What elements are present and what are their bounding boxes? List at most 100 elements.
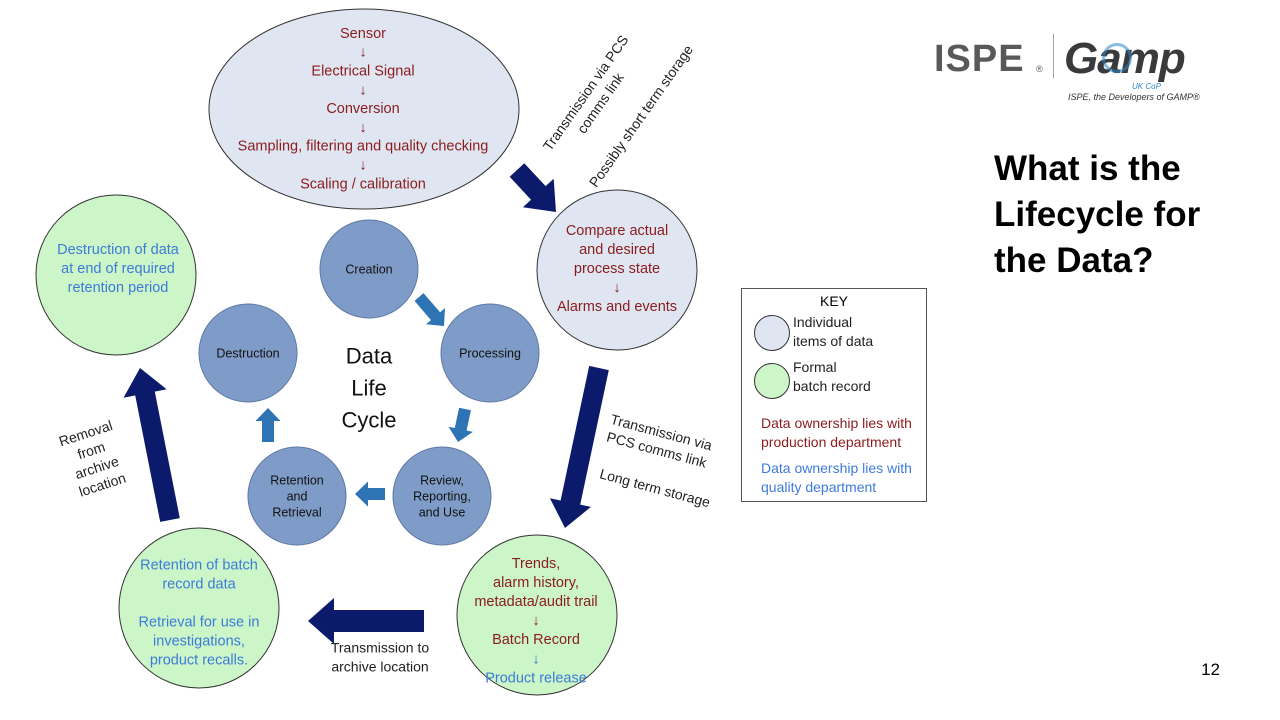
retention-batch-circle xyxy=(118,527,280,689)
cycle-arrow-retention-destruction xyxy=(255,408,281,442)
creation-label-line: Creation xyxy=(345,262,392,276)
title-line: the Data? xyxy=(994,241,1154,280)
trends-quality-text-line: ↓ xyxy=(532,652,539,668)
retention-label-line: Retrieval xyxy=(272,505,321,519)
cycle-center-text-line: Life xyxy=(351,376,386,401)
cycle-stage-creation xyxy=(319,219,419,319)
destruction-data-text: Destruction of data at end of required ret… xyxy=(57,242,180,296)
compare-state-text-line: process state xyxy=(574,261,660,277)
ispe-gamp-logo: ISPE ® Gamp UK CoP ISPE, the Developers … xyxy=(934,34,1214,106)
trends-production-text: Trends, alarm history, metadata/audit trai… xyxy=(474,556,597,648)
legend-key: KEY Individual items of data Formal batc… xyxy=(741,288,927,502)
retention-batch-text-line: Retention of batch xyxy=(140,558,258,574)
sensor-chain-ellipse xyxy=(208,8,520,210)
creation-label: Creation xyxy=(345,262,392,276)
gamp-globe-icon xyxy=(1102,43,1132,73)
processing-label-line: Processing xyxy=(459,346,521,360)
sensor-chain-text-line: ↓ xyxy=(359,157,366,173)
ispe-wordmark: ISPE xyxy=(934,38,1025,80)
review-label-line: and Use xyxy=(419,505,466,519)
key-production-note: Data ownership lies with production depa… xyxy=(761,414,912,452)
key-line: Formal xyxy=(793,359,837,375)
compare-state-circle xyxy=(536,189,698,351)
batch-record-swatch xyxy=(754,363,790,399)
sensor-chain-text-line: Sensor xyxy=(340,26,386,42)
key-batch-label: Formal batch record xyxy=(793,358,871,396)
key-line: Data ownership lies with xyxy=(761,415,912,431)
retention-batch-text-line: investigations, xyxy=(153,634,245,650)
sensor-chain-text-line: ↓ xyxy=(359,120,366,136)
destruction-data-circle xyxy=(35,194,197,356)
compare-state-text-line: ↓ xyxy=(613,280,620,296)
sensor-chain-text-line: ↓ xyxy=(359,45,366,61)
retention-batch-text-line: product recalls. xyxy=(150,653,248,669)
key-quality-note: Data ownership lies with quality departm… xyxy=(761,459,912,497)
cycle-arrow-review-retention xyxy=(355,481,385,507)
slide-title: What is the Lifecycle for the Data? xyxy=(994,146,1264,284)
trends-production-text-line: metadata/audit trail xyxy=(474,594,597,610)
key-line: quality department xyxy=(761,479,877,495)
key-line: batch record xyxy=(793,378,871,394)
trends-production-text-line: Batch Record xyxy=(492,632,580,648)
arrow-to-archive xyxy=(308,598,424,644)
individual-data-swatch xyxy=(754,315,790,351)
logo-sub-tag: UK CoP xyxy=(1132,82,1161,91)
cycle-stage-review xyxy=(392,446,492,546)
retention-label-line: Retention xyxy=(270,473,324,487)
long-term-label: Long term storage xyxy=(598,465,712,510)
review-label: Review,Reporting,and Use xyxy=(413,473,471,519)
key-line: items of data xyxy=(793,333,874,349)
cycle-arrow-creation-processing xyxy=(414,293,445,326)
key-line: production department xyxy=(761,434,902,450)
cycle-stage-destruction xyxy=(198,303,298,403)
archive-transmission-label-line: archive location xyxy=(331,658,428,674)
cycle-stage-processing xyxy=(440,303,540,403)
trends-quality-text-line: Product release xyxy=(485,671,587,687)
title-line: What is the xyxy=(994,149,1181,188)
sensor-chain-text-line: Scaling / calibration xyxy=(300,176,426,192)
long-term-label-line: Long term storage xyxy=(598,465,712,510)
review-label-line: Reporting, xyxy=(413,489,471,503)
trends-quality-text: ↓ Product release xyxy=(485,652,587,687)
processing-label: Processing xyxy=(459,346,521,360)
page-number: 12 xyxy=(1201,660,1220,679)
compare-state-text-line: Alarms and events xyxy=(557,299,677,315)
trends-production-text-line: alarm history, xyxy=(493,575,579,591)
compare-state-text-line: and desired xyxy=(579,242,655,258)
destruction-label-line: Destruction xyxy=(216,346,279,360)
cycle-arrow-processing-review xyxy=(448,407,473,442)
key-individual-label: Individual items of data xyxy=(793,313,873,351)
retention-batch-text-line: record data xyxy=(162,577,236,593)
trends-production-text-line: ↓ xyxy=(532,613,539,629)
trends-batch-circle xyxy=(456,534,618,696)
sensor-chain-text-line: ↓ xyxy=(359,82,366,98)
cycle-stage-retention xyxy=(247,446,347,546)
destruction-data-text-line: retention period xyxy=(68,280,169,296)
retention-label-line: and xyxy=(287,489,308,503)
arrow-removal-from-archive xyxy=(123,368,180,522)
destruction-data-text-line: at end of required xyxy=(61,261,175,277)
sensor-chain-text-line: Conversion xyxy=(326,101,399,117)
title-line: Lifecycle for xyxy=(994,195,1201,234)
archive-transmission-label-line: Transmission to xyxy=(331,639,430,655)
key-title: KEY xyxy=(819,293,848,309)
cycle-center-text-line: Data xyxy=(346,344,393,369)
trends-production-text-line: Trends, xyxy=(512,556,561,572)
archive-transmission-label: Transmission to archive location xyxy=(331,639,430,674)
sensor-chain-text-line: Sampling, filtering and quality checking xyxy=(238,139,489,155)
sensor-chain-text-line: Electrical Signal xyxy=(311,63,414,79)
retention-batch-text-line: Retrieval for use in xyxy=(139,615,260,631)
logo-tagline: ISPE, the Developers of GAMP® xyxy=(1068,92,1200,102)
ispe-registered-mark: ® xyxy=(1036,64,1043,74)
cycle-center-text-line: Cycle xyxy=(341,408,396,433)
destruction-data-text-line: Destruction of data xyxy=(57,242,180,258)
key-line: Data ownership lies with xyxy=(761,460,912,476)
arrow-to-trends xyxy=(549,365,609,528)
